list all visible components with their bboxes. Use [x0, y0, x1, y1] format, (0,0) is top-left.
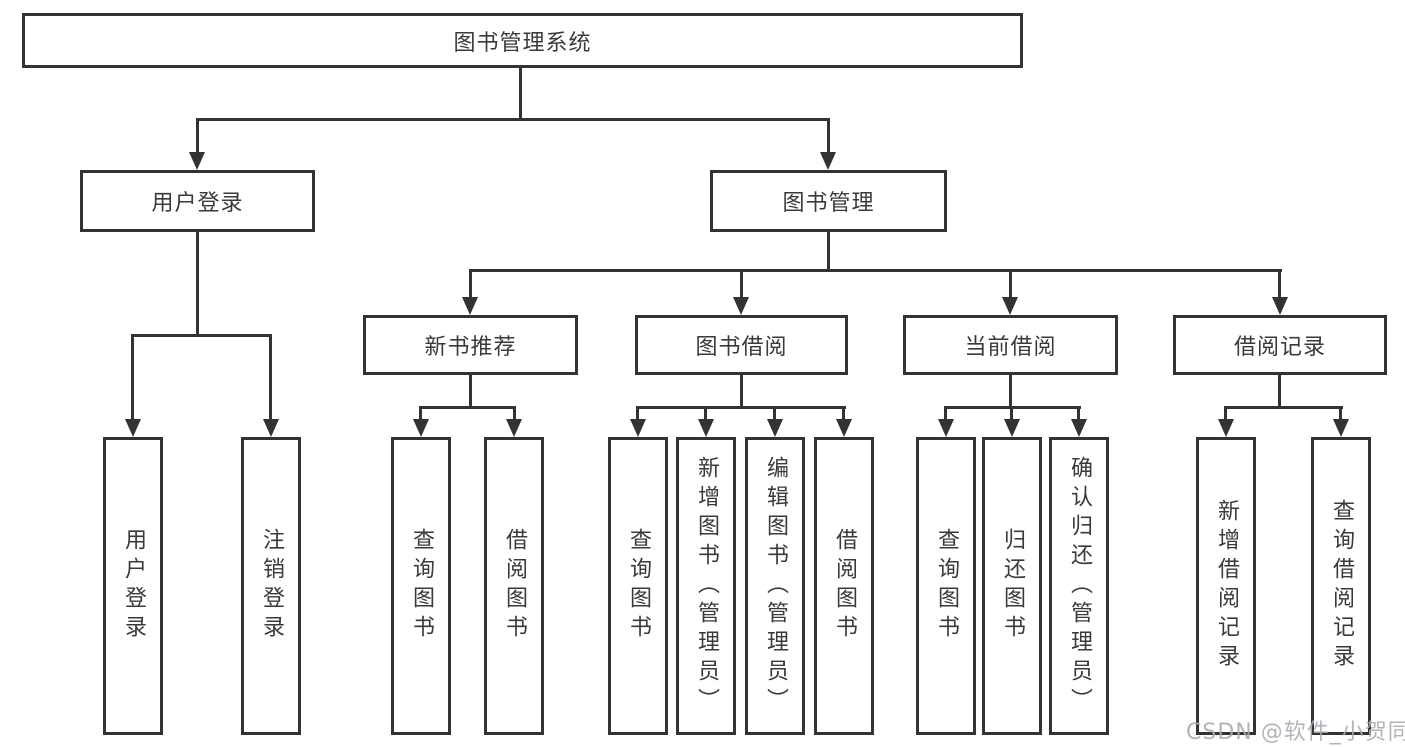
connector-line — [469, 269, 472, 299]
arrow-down-icon — [462, 297, 478, 315]
arrow-down-icon — [733, 297, 749, 315]
connector-line — [131, 334, 272, 337]
node-library-system: 图书管理系统 — [22, 13, 1023, 68]
leaf-nbr-query-book-label: 查询图书 — [409, 528, 434, 644]
arrow-down-icon — [1004, 419, 1020, 437]
node-book-borrowing-label: 图书借阅 — [695, 335, 788, 360]
connector-line — [419, 406, 516, 409]
connector-line — [196, 118, 199, 154]
connector-line — [131, 334, 134, 421]
leaf-br-add-record-label: 新增借阅记录 — [1214, 499, 1239, 673]
node-borrowing-records-label: 借阅记录 — [1233, 335, 1326, 360]
connector-line — [1339, 406, 1342, 421]
node-current-borrowing-label: 当前借阅 — [964, 335, 1057, 360]
leaf-user-login-label: 用户登录 — [121, 528, 146, 644]
leaf-bb-query-book-label: 查询图书 — [626, 528, 651, 644]
arrow-down-icon — [767, 419, 783, 437]
leaf-bb-edit-book-admin-label: 编辑图书（管理员） — [763, 455, 788, 717]
connector-line — [469, 375, 472, 409]
leaf-bb-borrow-book-label: 借阅图书 — [832, 528, 857, 644]
arrow-down-icon — [820, 152, 836, 170]
connector-line — [519, 68, 522, 120]
node-book-management: 图书管理 — [710, 170, 947, 232]
leaf-br-query-record-label: 查询借阅记录 — [1329, 499, 1354, 673]
connector-line — [1224, 406, 1343, 409]
arrow-down-icon — [836, 419, 852, 437]
leaf-bb-add-book-admin-label: 新增图书（管理员） — [694, 455, 719, 717]
connector-line — [1077, 406, 1080, 421]
connector-line — [704, 406, 707, 421]
leaf-cb-confirm-return-admin: 确认归还（管理员） — [1049, 437, 1109, 735]
leaf-cb-confirm-return-admin-label: 确认归还（管理员） — [1067, 455, 1092, 717]
connector-line — [740, 269, 743, 299]
connector-line — [1010, 406, 1013, 421]
node-new-book-recommendation: 新书推荐 — [363, 315, 578, 375]
arrow-down-icon — [938, 419, 954, 437]
node-current-borrowing: 当前借阅 — [903, 315, 1118, 375]
arrow-down-icon — [1272, 297, 1288, 315]
connector-line — [827, 118, 830, 154]
connector-line — [827, 232, 830, 272]
connector-line — [469, 269, 1282, 272]
arrow-down-icon — [1333, 419, 1349, 437]
leaf-logout-login-label: 注销登录 — [259, 528, 284, 644]
leaf-nbr-borrow-book-label: 借阅图书 — [502, 528, 527, 644]
node-user-login-label: 用户登录 — [151, 191, 244, 216]
connector-line — [269, 334, 272, 421]
node-book-borrowing: 图书借阅 — [635, 315, 848, 375]
leaf-br-add-record: 新增借阅记录 — [1196, 437, 1256, 735]
connector-line — [842, 406, 845, 421]
leaf-cb-return-book: 归还图书 — [982, 437, 1042, 735]
arrow-down-icon — [413, 419, 429, 437]
leaf-user-login: 用户登录 — [103, 437, 163, 735]
connector-line — [196, 118, 830, 121]
leaf-bb-borrow-book: 借阅图书 — [814, 437, 874, 735]
node-library-system-label: 图书管理系统 — [453, 30, 592, 56]
connector-line — [1009, 269, 1012, 299]
connector-line — [1009, 375, 1012, 409]
leaf-bb-edit-book-admin: 编辑图书（管理员） — [745, 437, 805, 735]
node-user-login: 用户登录 — [80, 170, 315, 232]
connector-line — [636, 406, 846, 409]
arrow-down-icon — [1002, 297, 1018, 315]
connector-line — [636, 406, 639, 421]
arrow-down-icon — [1218, 419, 1234, 437]
leaf-br-query-record: 查询借阅记录 — [1311, 437, 1371, 735]
leaf-cb-return-book-label: 归还图书 — [1000, 528, 1025, 644]
leaf-nbr-query-book: 查询图书 — [391, 437, 451, 735]
arrow-down-icon — [698, 419, 714, 437]
arrow-down-icon — [1071, 419, 1087, 437]
connector-line — [1224, 406, 1227, 421]
connector-line — [1278, 375, 1281, 409]
leaf-cb-query-book: 查询图书 — [916, 437, 976, 735]
connector-line — [944, 406, 947, 421]
connector-line — [1278, 269, 1281, 299]
connector-line — [419, 406, 422, 421]
leaf-cb-query-book-label: 查询图书 — [934, 528, 959, 644]
leaf-nbr-borrow-book: 借阅图书 — [484, 437, 544, 735]
arrow-down-icon — [630, 419, 646, 437]
arrow-down-icon — [263, 419, 279, 437]
node-new-book-recommendation-label: 新书推荐 — [424, 335, 517, 360]
leaf-bb-add-book-admin: 新增图书（管理员） — [676, 437, 736, 735]
connector-line — [196, 232, 199, 336]
connector-line — [513, 406, 516, 421]
leaf-bb-query-book: 查询图书 — [608, 437, 668, 735]
connector-line — [773, 406, 776, 421]
leaf-logout-login: 注销登录 — [241, 437, 301, 735]
arrow-down-icon — [189, 152, 205, 170]
connector-line — [740, 375, 743, 409]
node-book-management-label: 图书管理 — [782, 191, 875, 216]
node-borrowing-records: 借阅记录 — [1173, 315, 1387, 375]
arrow-down-icon — [506, 419, 522, 437]
watermark-text: CSDN @软件_小贺同学 — [1186, 720, 1405, 745]
arrow-down-icon — [125, 419, 141, 437]
